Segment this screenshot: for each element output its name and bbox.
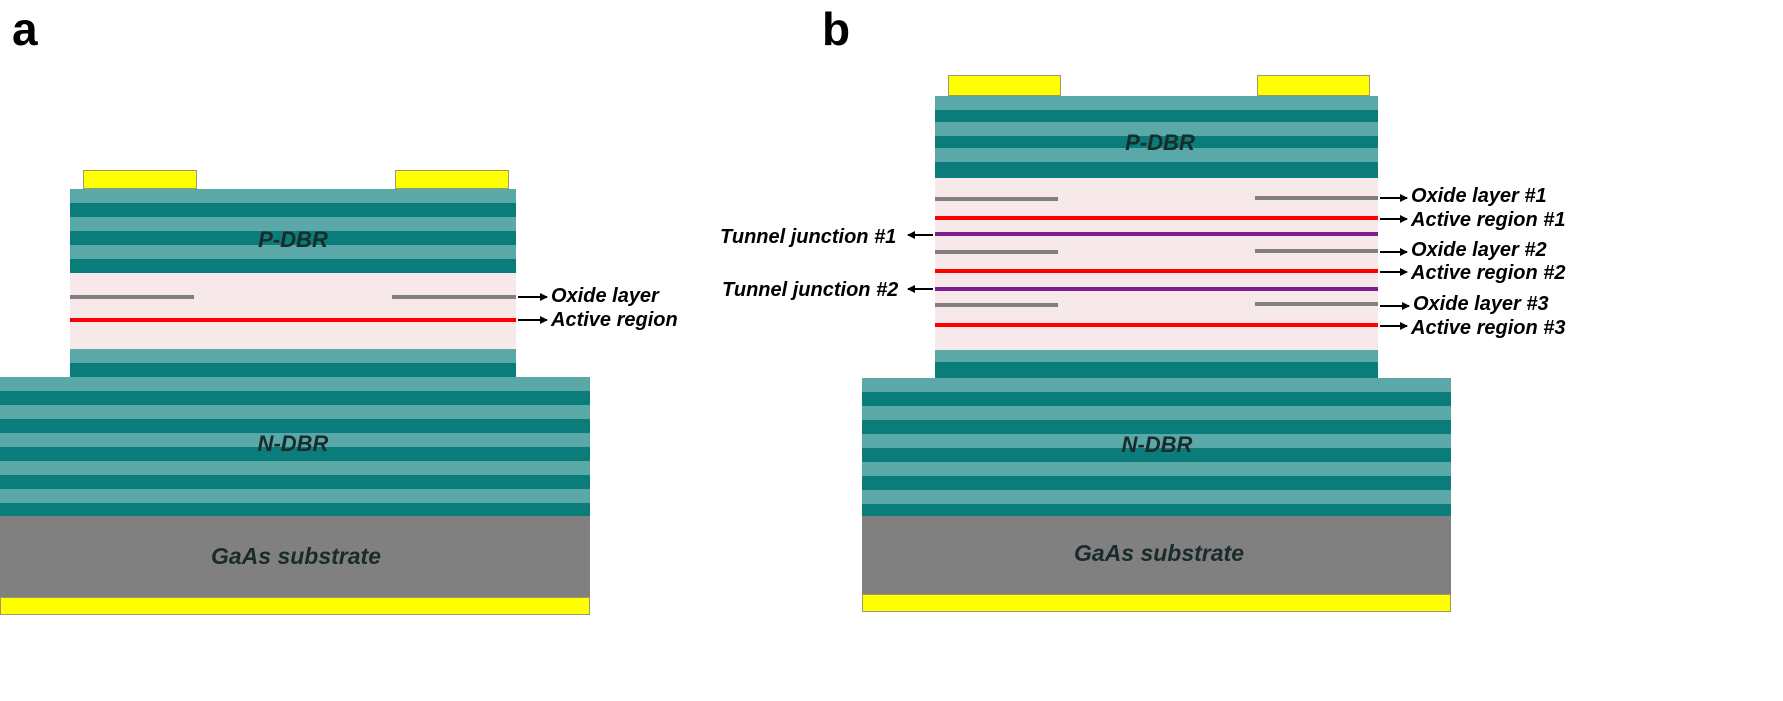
b-tunnel-junction-2 [935, 287, 1378, 291]
a-top-contact-left [83, 170, 197, 189]
a-p-dbr-layer [70, 259, 516, 273]
a-p-dbr-lower-layer [70, 349, 516, 363]
a-substrate-label: GaAs substrate [210, 543, 382, 569]
b-p-dbr-lower-layer [935, 350, 1378, 362]
b-n-dbr-layer [862, 462, 1451, 476]
a-p-dbr-label: P-DBR [258, 227, 328, 252]
b-tunnel-junction-1 [935, 232, 1378, 236]
a-n-dbr-layer [0, 405, 590, 419]
b-substrate-label: GaAs substrate [1073, 540, 1245, 566]
b-tunnel-junction-1-label: Tunnel junction #1 [720, 226, 897, 248]
b-p-dbr-layer [935, 148, 1378, 162]
b-oxide-layer-3-label: Oxide layer #3 [1413, 293, 1549, 315]
b-n-dbr-label: N-DBR [1121, 432, 1193, 457]
a-p-dbr-layer [70, 231, 516, 245]
b-gaas-substrate [862, 516, 1451, 594]
b-p-dbr-layer [935, 162, 1378, 178]
b-active-region-3-label: Active region #3 [1411, 317, 1566, 339]
b-n-dbr-layer [862, 378, 1451, 392]
b-top-contact-right [1257, 75, 1370, 96]
a-p-dbr-layer [70, 245, 516, 259]
a-p-dbr-layer [70, 203, 516, 217]
a-top-contact-right [395, 170, 509, 189]
a-n-dbr-layer [0, 377, 590, 391]
b-n-dbr-layer [862, 490, 1451, 504]
b-bottom-contact [862, 594, 1451, 612]
b-p-dbr-layer [935, 136, 1378, 148]
a-oxide-layer-left [70, 295, 194, 299]
b-p-dbr-layer [935, 122, 1378, 136]
a-n-dbr-layer [0, 447, 590, 461]
b-oxide-layer-1-label: Oxide layer #1 [1411, 185, 1547, 207]
a-gaas-substrate [0, 516, 590, 597]
b-active-region-3 [935, 323, 1378, 327]
b-oxide-layer-2-left [935, 250, 1058, 254]
b-oxide-layer-2-label: Oxide layer #2 [1411, 239, 1547, 261]
a-n-dbr-layer [0, 391, 590, 405]
a-active-region [70, 318, 516, 322]
b-active-region-1 [935, 216, 1378, 220]
a-oxide-layer-right [392, 295, 516, 299]
a-active-region-label: Active region [551, 309, 678, 331]
b-oxide-layer-1-right [1255, 196, 1378, 200]
b-oxide-layer-3-left [935, 303, 1058, 307]
b-active-region-2-label: Active region #2 [1411, 262, 1566, 284]
panel-label-a: a [12, 3, 38, 55]
b-n-dbr-layer [862, 392, 1451, 406]
b-p-dbr-lower-layer [935, 362, 1378, 378]
b-oxide-layer-3-right [1255, 302, 1378, 306]
a-n-dbr-layer [0, 433, 590, 447]
b-n-dbr-layer [862, 504, 1451, 516]
b-oxide-layer-1-left [935, 197, 1058, 201]
b-p-dbr-label: P-DBR [1125, 130, 1195, 155]
b-n-dbr-layer [862, 406, 1451, 420]
a-oxide-layer-label: Oxide layer [551, 285, 659, 307]
b-p-dbr-layer [935, 110, 1378, 122]
b-active-region-2 [935, 269, 1378, 273]
a-n-dbr-layer [0, 475, 590, 489]
b-p-dbr-layer [935, 96, 1378, 110]
b-n-dbr-layer [862, 420, 1451, 434]
a-n-dbr-layer [0, 461, 590, 475]
a-cavity [70, 273, 516, 349]
b-n-dbr-layer [862, 434, 1451, 448]
b-active-region-1-label: Active region #1 [1411, 209, 1566, 231]
a-p-dbr-lower-layer [70, 363, 516, 377]
panel-label-b: b [822, 3, 851, 55]
b-top-contact-left [948, 75, 1061, 96]
a-bottom-contact [0, 597, 590, 615]
b-tunnel-junction-2-label: Tunnel junction #2 [722, 279, 899, 301]
a-n-dbr-layer [0, 419, 590, 433]
a-n-dbr-layer [0, 503, 590, 516]
a-p-dbr-layer [70, 189, 516, 203]
b-n-dbr-layer [862, 476, 1451, 490]
b-n-dbr-layer [862, 448, 1451, 462]
b-cavity [935, 178, 1378, 350]
a-n-dbr-layer [0, 489, 590, 503]
b-oxide-layer-2-right [1255, 249, 1378, 253]
a-n-dbr-label: N-DBR [257, 431, 329, 456]
a-p-dbr-layer [70, 217, 516, 231]
